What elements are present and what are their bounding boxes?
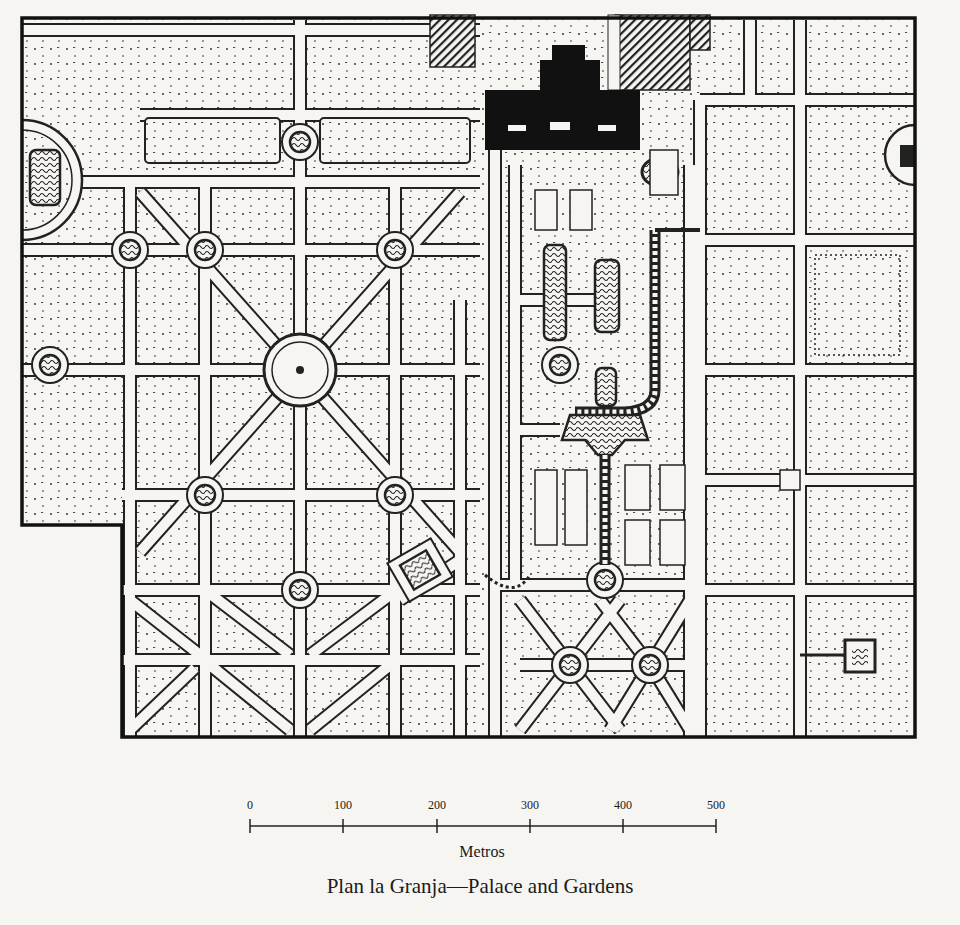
scale-number: 100 bbox=[334, 799, 352, 812]
scale-number: 500 bbox=[707, 799, 725, 812]
plan-caption: Plan la Granja—Palace and Gardens bbox=[327, 875, 634, 898]
scale-number: 200 bbox=[428, 799, 446, 812]
scale-bar bbox=[250, 819, 716, 833]
scale-number: 300 bbox=[521, 799, 539, 812]
scale-unit: Metros bbox=[459, 843, 504, 861]
scale-number: 0 bbox=[247, 799, 253, 812]
scale-number: 400 bbox=[614, 799, 632, 812]
